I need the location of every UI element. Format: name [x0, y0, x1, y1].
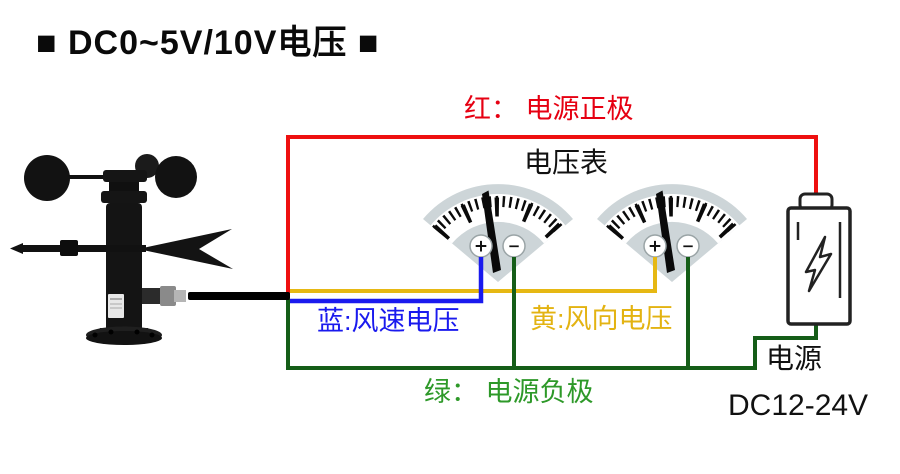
wind-speed-voltmeter: [423, 184, 573, 282]
voltmeter-label: 电压表: [524, 147, 609, 178]
vane-pointer-tip: [10, 243, 23, 254]
red-wire: [286, 135, 818, 295]
mounting-flange-edge: [86, 331, 162, 345]
cable-connector: [142, 286, 186, 306]
cup-arm: [45, 175, 127, 179]
wind-cup-left-icon: [24, 155, 70, 201]
sensor-label-sticker: [108, 294, 124, 318]
lightning-bolt-icon: [804, 235, 833, 293]
power-source-label: 电源: [766, 343, 823, 374]
vane-tail-fin: [138, 229, 233, 269]
red-wire-label: 红： 电源正极: [464, 94, 634, 124]
connector-base: [142, 288, 162, 304]
anemometer-icon: [10, 154, 290, 345]
connector-nut: [160, 286, 176, 306]
wind-direction-voltmeter: [597, 184, 747, 282]
flange-bolt-hole: [149, 332, 155, 338]
rotor-hub: [103, 170, 147, 182]
blue-wire: [290, 257, 484, 304]
vane-counterweight: [60, 240, 78, 256]
rotor-hub-collar: [109, 182, 139, 191]
vane-rod: [18, 245, 146, 252]
wind-vane-icon: [10, 229, 233, 269]
rotor-hub-base: [101, 191, 147, 203]
blue-wire-label: 蓝:风速电压: [317, 306, 460, 336]
green-wire-label: 绿： 电源负极: [424, 377, 594, 407]
sensor-cable: [188, 292, 290, 300]
yellow-wire: [290, 257, 657, 293]
flange-bolt-hole: [134, 329, 140, 335]
power-voltage-label: DC12-24V: [728, 389, 869, 422]
page-title: ■ DC0~5V/10V电压 ■: [36, 24, 380, 62]
flange-bolt-hole: [108, 329, 114, 335]
yellow-wire-label: 黄:风向电压: [530, 304, 673, 334]
wind-cup-right-icon: [155, 156, 197, 198]
battery-icon: [786, 192, 852, 326]
connector-sleeve: [174, 290, 186, 302]
green-wire: [286, 299, 818, 370]
flange-bolt-hole: [92, 332, 98, 338]
